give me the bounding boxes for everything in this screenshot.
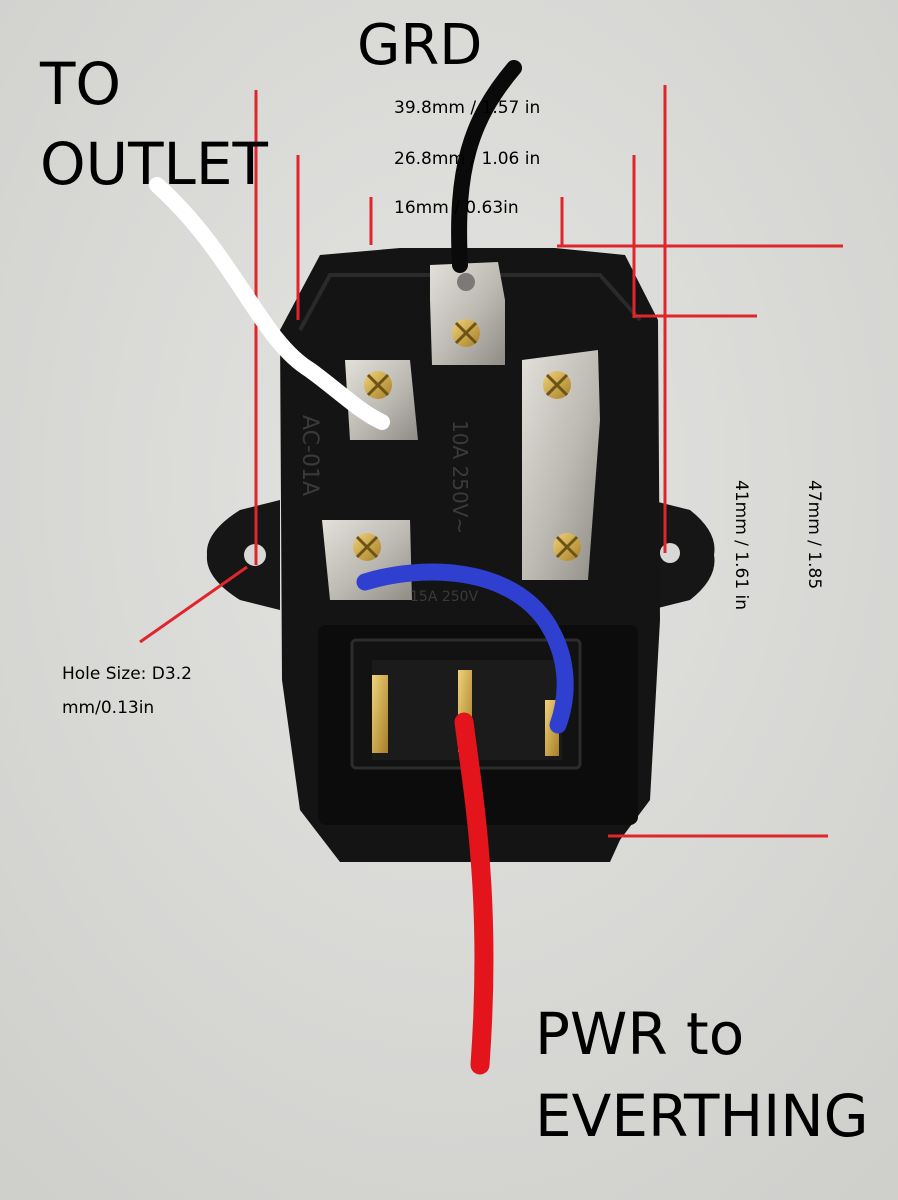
ground-label: GRD [357,13,483,78]
jumper-wire [356,563,574,734]
dimension-width-39-8: 39.8mm / 1.57 in [394,98,541,118]
fuse-rating-marking: 15A 250V [410,589,479,605]
outlet-wire [149,177,390,430]
power-label-line2: EVERTHING [535,1082,869,1150]
ground-terminal-hole [457,273,475,291]
ground-terminal [430,262,505,365]
dimension-width-16: 16mm / 0.63in [394,198,519,218]
dimension-height-41: 41mm / 1.61 in [731,480,751,611]
hole-size-label-line2: mm/0.13in [62,698,155,718]
line-bus-bar [522,350,600,580]
dimension-lines [139,85,843,838]
dimension-width-26-8: 26.8mm / 1.06 in [394,149,541,169]
component-rating-marking: 10A 250V~ [448,420,472,535]
power-wire [454,712,494,1075]
to-outlet-label-line2: OUTLET [40,130,268,198]
screws [353,319,581,561]
switch-pin-left [372,675,388,753]
dimension-height-47: 47mm / 1.85 [804,480,824,590]
hole-size-label-line1: Hole Size: D3.2 [62,664,192,684]
power-label-line1: PWR to [535,1000,745,1068]
ground-wire [451,60,522,273]
to-outlet-label-line1: TO [40,50,122,118]
mounting-hole-right [660,543,680,563]
component-model-marking: AC-01A [297,415,322,497]
